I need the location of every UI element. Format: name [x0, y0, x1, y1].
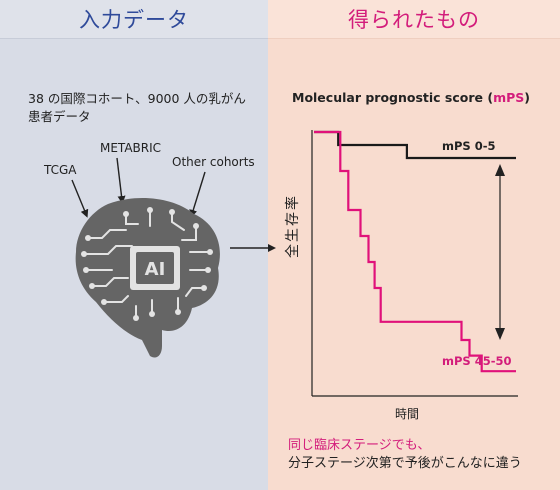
label-tcga: TCGA [44, 163, 77, 177]
output-panel-title: 得られたもの [268, 0, 560, 39]
series-line-1 [314, 130, 516, 373]
label-other-cohorts: Other cohorts [172, 155, 255, 169]
input-description: 38 の国際コホート、9000 人の乳がん患者データ [28, 91, 246, 124]
chart-title: Molecular prognostic score (mPS) [292, 90, 530, 105]
chart-x-axis-label: 時間 [395, 407, 420, 421]
series-label-mps-45-50: mPS 45-50 [442, 354, 512, 368]
label-metabric: METABRIC [100, 141, 162, 155]
series-label-mps-0-5: mPS 0-5 [442, 139, 496, 153]
ai-chip-label: AI [145, 259, 166, 280]
input-panel-title: 入力データ [0, 0, 268, 39]
conclusion-line-1: 同じ臨床ステージでも、 [288, 438, 431, 453]
conclusion-line-2: 分子ステージ次第で予後がこんなに違う [288, 456, 522, 471]
chart-series [314, 130, 516, 373]
chart-y-axis-label: 全生存率 [285, 194, 301, 258]
arrow-tcga [71, 179, 89, 218]
difference-arrow [495, 164, 505, 340]
arrow-other [189, 171, 206, 218]
output-panel [268, 0, 560, 490]
arrow-metabric [116, 157, 126, 204]
chart-axes [311, 130, 518, 397]
ai-brain-icon: AI [75, 198, 220, 358]
